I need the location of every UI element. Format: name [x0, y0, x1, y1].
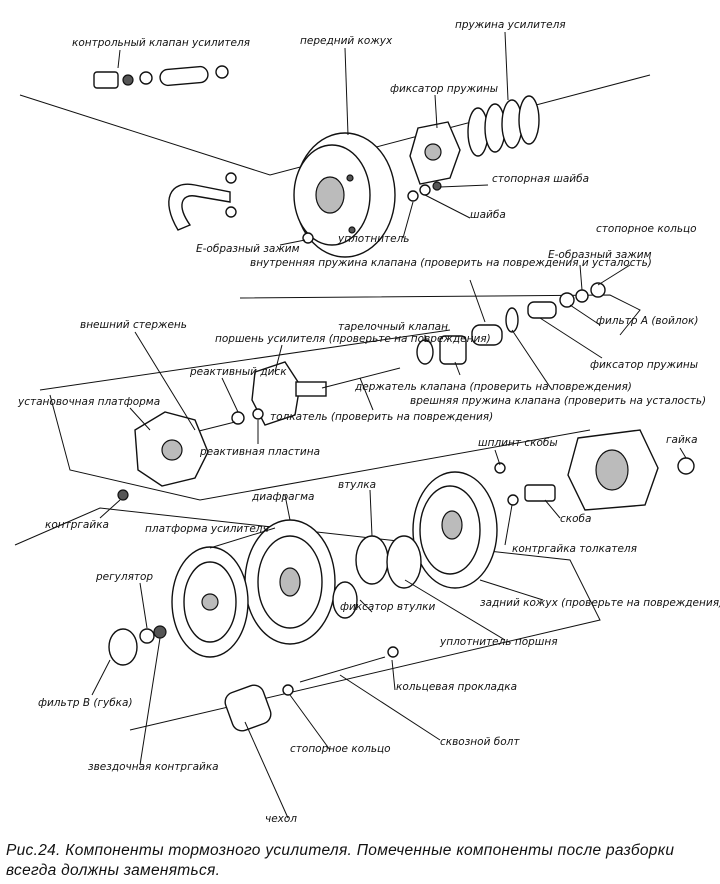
label-booster-piston: поршень усилителя (проверьте на поврежде… [215, 333, 491, 345]
clevis-part [494, 462, 556, 506]
label-retaining-ring-1: стопорное кольцо [596, 223, 697, 235]
label-e-clip-2: Е-образный зажим [548, 249, 652, 261]
label-reaction-plate: реактивная пластина [199, 446, 320, 458]
label-washer: шайба [470, 209, 506, 221]
rear-shell-part [412, 471, 498, 589]
label-nut: гайка [666, 434, 698, 446]
label-seal: уплотнитель [337, 233, 410, 245]
label-booster-platform: платформа усилителя [145, 523, 269, 535]
label-star-locknut: звездочная контргайка [88, 761, 219, 773]
label-rear-shell: задний кожух (проверьте на повреждения) [480, 597, 720, 609]
label-outer-valve-spring: врешняя пружина клапана (проверить на ус… [410, 395, 706, 407]
labels: контрольный клапан усилителя передний ко… [17, 19, 720, 825]
label-piston-seal: уплотнитель поршня [439, 636, 558, 648]
label-filter-a: фильтр А (войлок) [596, 315, 698, 327]
label-through-bolt: сквозной болт [440, 736, 520, 748]
leader-lines [91, 31, 687, 819]
piston-row-part [194, 361, 401, 433]
through-bolt-part [299, 646, 399, 683]
label-filter-b: фильтр В (губка) [38, 697, 133, 709]
label-spring-retainer-2: фиксатор пружины [590, 359, 698, 371]
booster-platform-part [171, 546, 249, 658]
mount-platform-part [134, 411, 209, 487]
control-valve-part [93, 65, 229, 89]
label-booster-spring: пружина усилителя [455, 19, 566, 31]
label-e-clip-1: Е-образный зажим [196, 243, 300, 255]
label-clevis: скоба [560, 513, 591, 525]
label-mount-platform: установочная платформа [17, 396, 160, 408]
label-push-rod-locknut: контргайка толкателя [512, 543, 637, 555]
label-bushing-retainer: фиксатор втулки [340, 601, 435, 613]
booster-spring-part [467, 95, 540, 157]
label-stop-washer: стопорная шайба [492, 173, 589, 185]
boot-part [224, 684, 272, 732]
label-boot: чехол [265, 813, 297, 825]
label-regulator: регулятор [95, 571, 153, 583]
label-diaphragm: диафрагма [251, 491, 314, 503]
rear-plate-part [567, 429, 659, 511]
label-retaining-ring-2: стопорное кольцо [290, 743, 391, 755]
label-bushing: втулка [338, 479, 376, 491]
exploded-diagram: контрольный клапан усилителя передний ко… [14, 19, 720, 825]
label-push-rod: толкатель (проверить на повреждения) [270, 411, 493, 423]
label-control-valve: контрольный клапан усилителя [72, 37, 250, 49]
label-inner-valve-spring: внутренняя пружина клапана (проверить на… [250, 257, 652, 269]
valve-assembly-part [416, 282, 606, 365]
label-locknut: контргайка [45, 519, 109, 531]
label-spring-retainer: фиксатор пружины [390, 83, 498, 95]
label-cotter-pin: шплинт скобы [478, 437, 558, 449]
label-reaction-disc: реактивный диск [189, 366, 287, 378]
label-outer-rod: внешний стержень [80, 319, 187, 331]
label-o-ring: кольцевая прокладка [396, 681, 517, 693]
front-shell-part [293, 132, 396, 258]
label-valve-holder: держатель клапана (проверить на поврежде… [354, 381, 632, 393]
label-poppet-valve: тарелочный клапан [338, 321, 448, 333]
vacuum-hose-part [168, 183, 231, 231]
label-front-shell: передний кожух [300, 35, 393, 47]
figure-caption: Рис.24. Компоненты тормозного усилителя.… [6, 842, 675, 879]
diaphragm-part [244, 519, 336, 645]
